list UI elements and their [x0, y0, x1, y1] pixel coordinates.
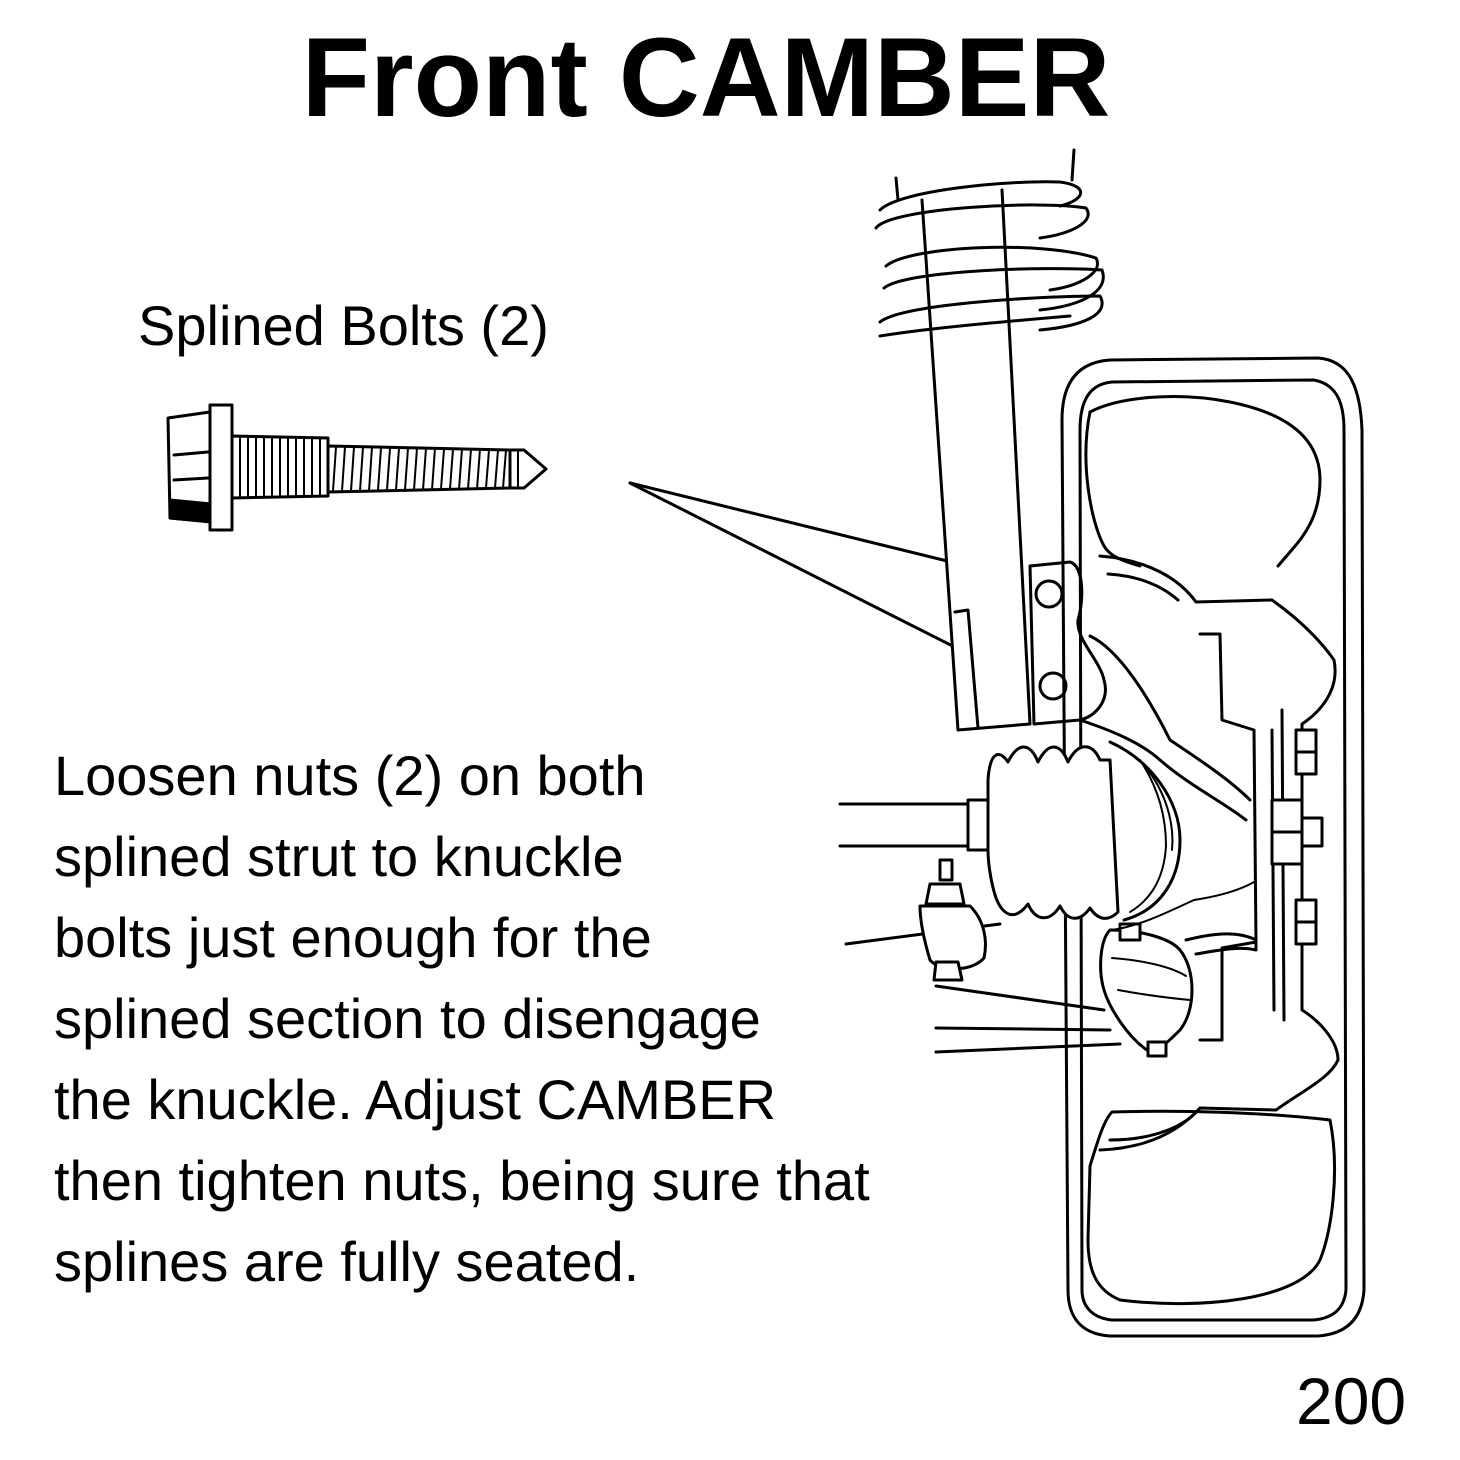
instruction-line: bolts just enough for the	[54, 906, 652, 969]
tire-and-wheel	[1060, 356, 1366, 1338]
page-number: 200	[1296, 1364, 1407, 1438]
instruction-line: Loosen nuts (2) on both	[54, 744, 646, 807]
instruction-line: splined strut to knuckle	[54, 825, 624, 888]
instruction-line: then tighten nuts, being sure that	[54, 1149, 870, 1212]
splined-bolts-label: Splined Bolts (2)	[138, 294, 549, 357]
page-title: Front CAMBER	[301, 15, 1111, 140]
instruction-line: splines are fully seated.	[54, 1230, 640, 1293]
instructions-text: Loosen nuts (2) on both splined strut to…	[54, 735, 870, 1302]
splined-bolt-illustration	[166, 403, 548, 532]
instruction-line: splined section to disengage	[54, 987, 761, 1050]
tie-rod-and-control-arm	[844, 858, 1258, 1058]
bolt-hole-lower	[1038, 671, 1068, 701]
arrow-to-bolts	[628, 481, 1006, 674]
instruction-line: the knuckle. Adjust CAMBER	[54, 1068, 777, 1131]
wheel-nuts	[1270, 728, 1324, 946]
steering-knuckle	[1028, 560, 1252, 822]
strut-assembly	[874, 148, 1105, 732]
drive-axle-cv-boot	[838, 740, 1182, 922]
